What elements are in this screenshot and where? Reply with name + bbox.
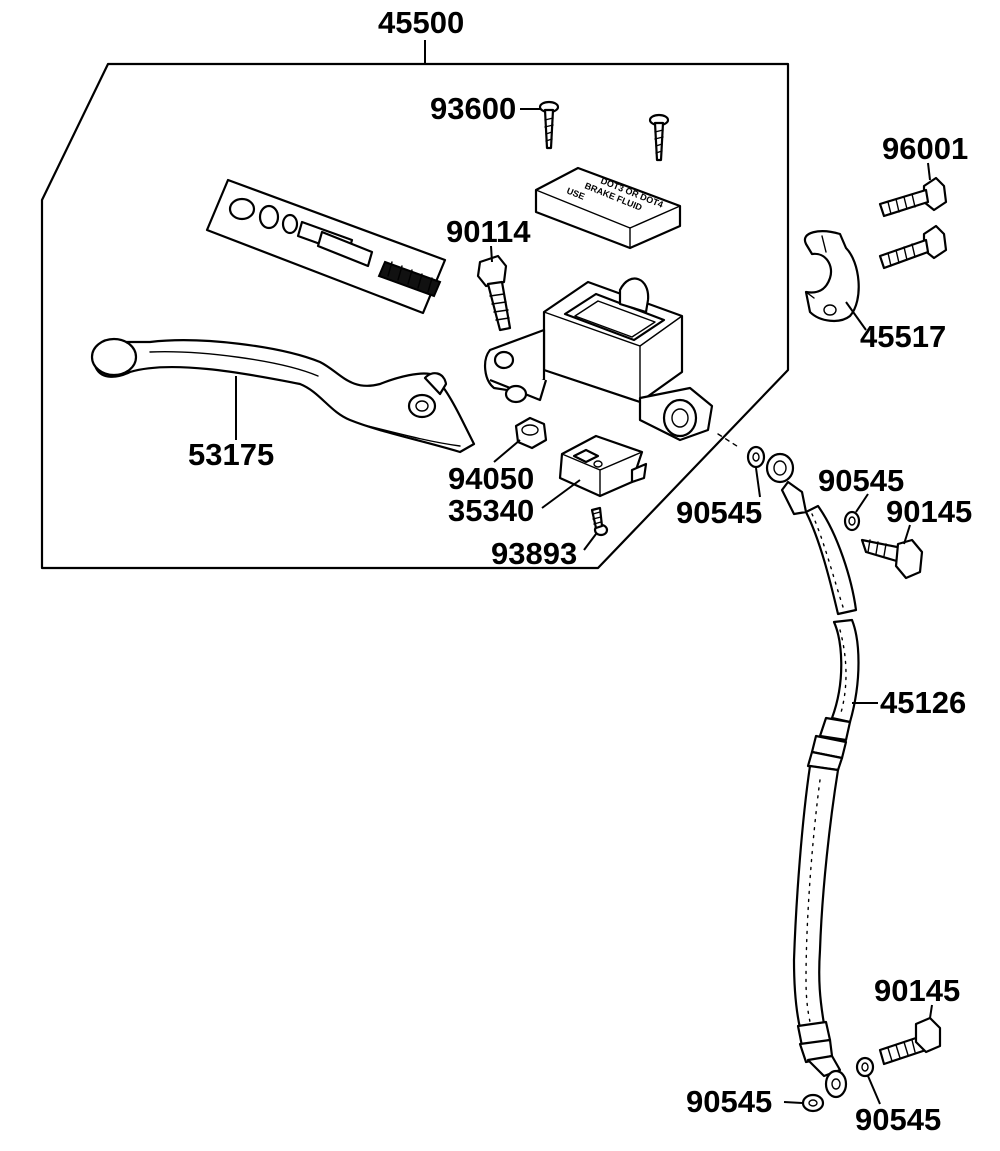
brake-hose-illustration: [792, 504, 860, 1099]
handlebar-clamp-illustration: [803, 230, 860, 322]
nut-illustration: [514, 416, 548, 450]
clamp-bolts-illustration: [878, 176, 948, 270]
reservoir-cap-illustration: USE BRAKE FLUID DOT3 OR DOT4: [534, 166, 682, 250]
part-label-90114: 90114: [446, 214, 531, 249]
brake-lever-illustration: [90, 337, 476, 454]
cap-screws-illustration: [538, 100, 670, 162]
upper-banjo-fitting-illustration: [717, 433, 924, 580]
part-label-45500: 45500: [378, 5, 464, 40]
master-cylinder-illustration: [484, 277, 714, 442]
part-label-90145-upper: 90145: [886, 494, 972, 529]
brake-switch-illustration: [558, 434, 648, 498]
part-label-90145-lower: 90145: [874, 973, 960, 1008]
part-label-93893: 93893: [491, 536, 577, 571]
part-label-90545-lower-right: 90545: [855, 1102, 941, 1137]
part-label-45126: 45126: [880, 685, 966, 720]
part-label-90545-upper-right: 90545: [818, 463, 904, 498]
part-labels: 45500 93600 96001 90114 45517 53175 9405…: [188, 5, 972, 1137]
part-label-93600: 93600: [430, 91, 516, 126]
part-label-53175: 53175: [188, 437, 274, 472]
leader-lines: [235, 108, 933, 1105]
assembly-boundary: [40, 40, 790, 570]
pivot-bolt-illustration: [476, 254, 512, 332]
part-label-35340: 35340: [448, 493, 534, 528]
part-label-94050: 94050: [448, 461, 534, 496]
part-label-45517: 45517: [860, 319, 946, 354]
lower-banjo-fitting-illustration: [801, 1016, 942, 1113]
part-label-90545-lower-left: 90545: [686, 1084, 772, 1119]
part-label-90545-upper-left: 90545: [676, 495, 762, 530]
piston-kit-illustration: [205, 178, 447, 315]
part-label-96001: 96001: [882, 131, 968, 166]
switch-screw-illustration: [590, 506, 609, 537]
